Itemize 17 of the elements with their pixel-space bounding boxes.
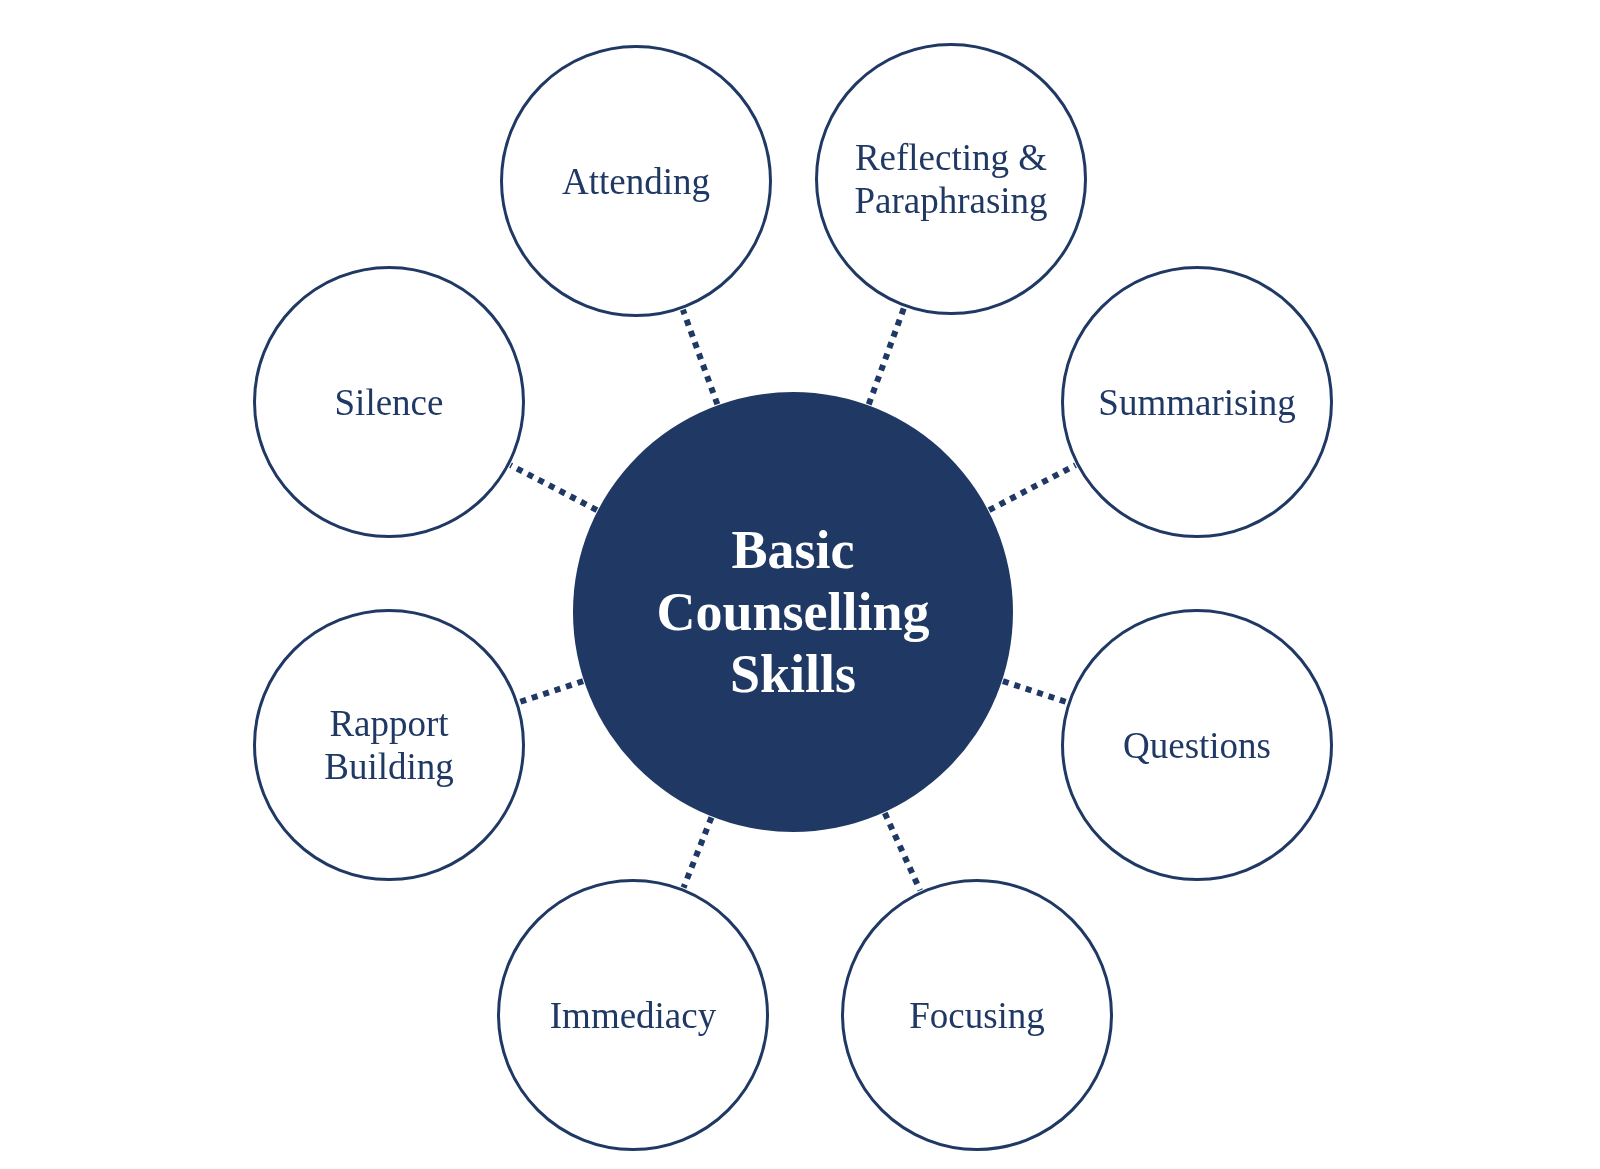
- dotted-connector: [680, 816, 715, 889]
- dotted-connector: [865, 306, 907, 406]
- dotted-connector: [1002, 678, 1068, 705]
- node-label: Reflecting & Paraphrasing: [853, 136, 1049, 222]
- node-label: Immediacy: [549, 993, 717, 1037]
- node-label: Basic Counselling Skills: [655, 519, 931, 705]
- node-label: Silence: [334, 380, 444, 424]
- node-label: Questions: [1123, 723, 1271, 767]
- node-label: Summarising: [1098, 380, 1296, 424]
- dotted-connector: [680, 308, 721, 406]
- node-label: Focusing: [909, 993, 1045, 1037]
- node-label: Rapport Building: [323, 702, 455, 788]
- node-label: Attending: [562, 159, 710, 203]
- dotted-connector: [518, 678, 584, 705]
- dotted-connector: [882, 811, 923, 892]
- dotted-connector: [987, 462, 1077, 513]
- dotted-connector: [509, 462, 599, 513]
